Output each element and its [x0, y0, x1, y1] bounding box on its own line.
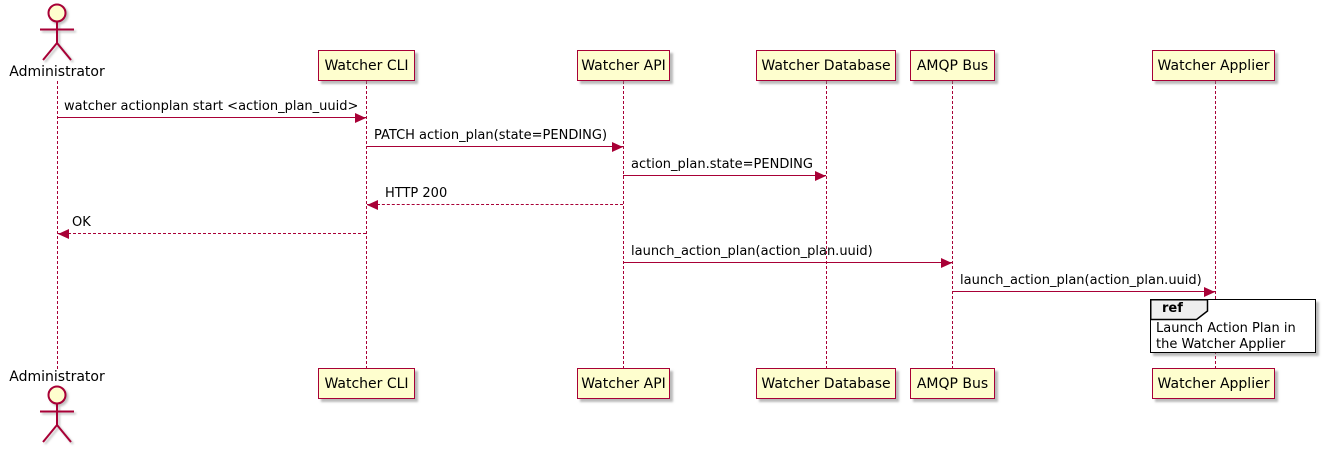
participant-watcher-api-bottom: Watcher API: [577, 368, 670, 399]
participant-watcher-applier-bottom: Watcher Applier: [1152, 368, 1275, 399]
message-label-7: launch_action_plan(action_plan.uuid): [960, 273, 1202, 288]
participant-amqp-bus-top: AMQP Bus: [910, 50, 995, 81]
actor-icon-top: [40, 3, 74, 61]
message-label-4: HTTP 200: [385, 186, 448, 201]
message-label-5: OK: [72, 215, 91, 230]
actor-label-bottom: Administrator: [9, 369, 105, 385]
ref-fragment: ref Launch Action Plan in the Watcher Ap…: [1150, 299, 1316, 353]
participant-label: Watcher Applier: [1157, 375, 1270, 392]
lifeline-watcher-cli: [365, 81, 367, 369]
participant-watcher-applier-top: Watcher Applier: [1152, 50, 1275, 81]
arrowhead-right-icon: [815, 171, 826, 181]
arrowhead-right-icon: [612, 142, 623, 152]
participant-label: Watcher CLI: [324, 375, 409, 392]
message-label-2: PATCH action_plan(state=PENDING): [374, 128, 608, 143]
message-label-1: watcher actionplan start <action_plan_uu…: [64, 99, 359, 114]
message-arrow-2: [366, 142, 623, 152]
arrowhead-left-icon: [367, 200, 378, 210]
ref-text: Launch Action Plan in the Watcher Applie…: [1156, 321, 1296, 352]
message-arrow-5: [58, 229, 366, 239]
participant-watcher-api-top: Watcher API: [577, 50, 670, 81]
participant-label: Watcher Applier: [1157, 57, 1270, 74]
arrowhead-right-icon: [941, 258, 952, 268]
lifeline-watcher-applier: [1214, 81, 1216, 369]
participant-watcher-cli-bottom: Watcher CLI: [318, 368, 415, 399]
ref-keyword: ref: [1162, 301, 1183, 316]
participant-label: Watcher API: [581, 57, 666, 74]
participant-watcher-cli-top: Watcher CLI: [318, 50, 415, 81]
message-arrow-1: [57, 113, 366, 123]
participant-label: Watcher Database: [761, 57, 891, 74]
participant-label: AMQP Bus: [916, 57, 989, 74]
message-label-6: launch_action_plan(action_plan.uuid): [631, 244, 873, 259]
participant-label: Watcher API: [581, 375, 666, 392]
actor-icon-bottom: [40, 385, 74, 443]
lifeline-administrator: [56, 81, 58, 369]
participant-label: Watcher CLI: [324, 57, 409, 74]
message-arrow-4: [367, 200, 623, 210]
participant-watcher-database-top: Watcher Database: [756, 50, 896, 81]
arrowhead-right-icon: [1204, 287, 1215, 297]
ref-header-pentagon-icon: [1150, 299, 1209, 321]
participant-watcher-database-bottom: Watcher Database: [756, 368, 896, 399]
actor-label-top: Administrator: [9, 64, 105, 80]
message-label-3: action_plan.state=PENDING: [631, 157, 813, 172]
participant-label: AMQP Bus: [916, 375, 989, 392]
message-arrow-6: [623, 258, 952, 268]
arrowhead-right-icon: [355, 113, 366, 123]
lifeline-watcher-database: [825, 81, 827, 369]
participant-label: Watcher Database: [761, 375, 891, 392]
participant-amqp-bus-bottom: AMQP Bus: [910, 368, 995, 399]
lifeline-amqp-bus: [951, 81, 953, 369]
arrowhead-left-icon: [58, 229, 69, 239]
message-arrow-3: [623, 171, 826, 181]
message-arrow-7: [952, 287, 1215, 297]
lifeline-watcher-api: [622, 81, 624, 369]
